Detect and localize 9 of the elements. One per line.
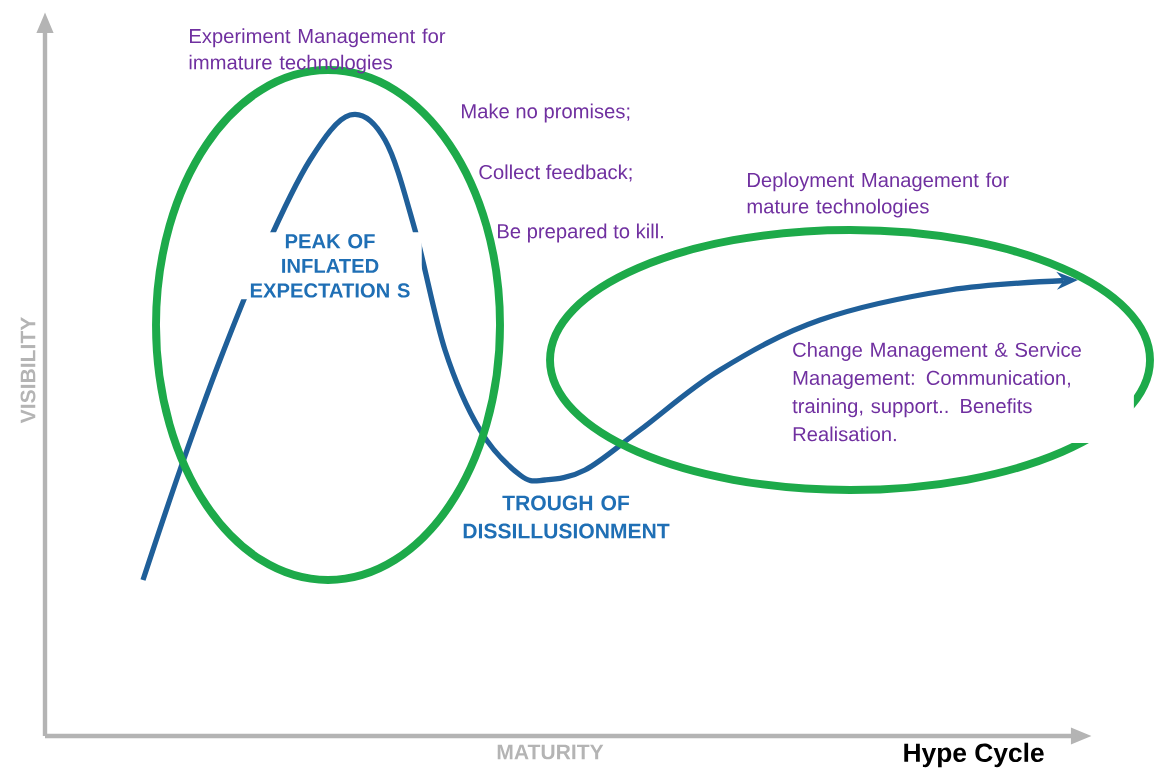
node-label: Deployment Management for mature technologies xyxy=(747,172,1009,218)
note-text: Make no promises; xyxy=(462,103,630,123)
node-label: Experiment Management for xyxy=(190,28,446,48)
axis-label: VISIBILITY xyxy=(20,317,36,424)
phase-label: TROUGH OF DISSILLUSIONMENT xyxy=(463,495,670,539)
title: Hype Cycle xyxy=(904,742,1044,768)
note-text: Be prepared to kill. xyxy=(498,223,663,243)
note-text: Collect feedback; xyxy=(479,164,632,182)
axis-label: MATURITY xyxy=(497,744,604,760)
